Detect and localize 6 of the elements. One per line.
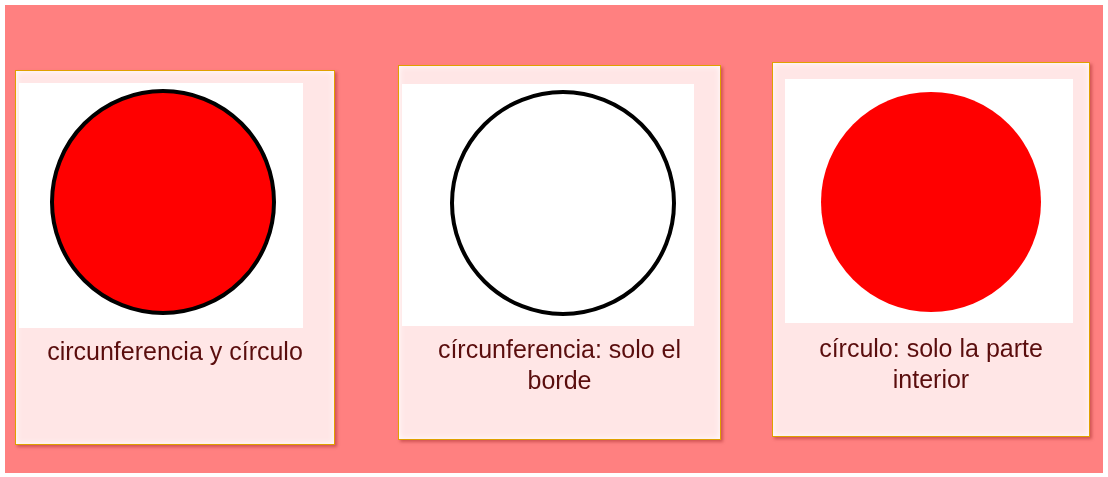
caption-text: círculo: solo la parte interior <box>818 333 1044 395</box>
caption-text: circunferencia y círculo <box>46 336 304 367</box>
card <box>398 65 721 440</box>
card <box>15 70 335 445</box>
card <box>772 62 1090 437</box>
caption-text: círcunferencia: solo el borde <box>436 334 683 396</box>
